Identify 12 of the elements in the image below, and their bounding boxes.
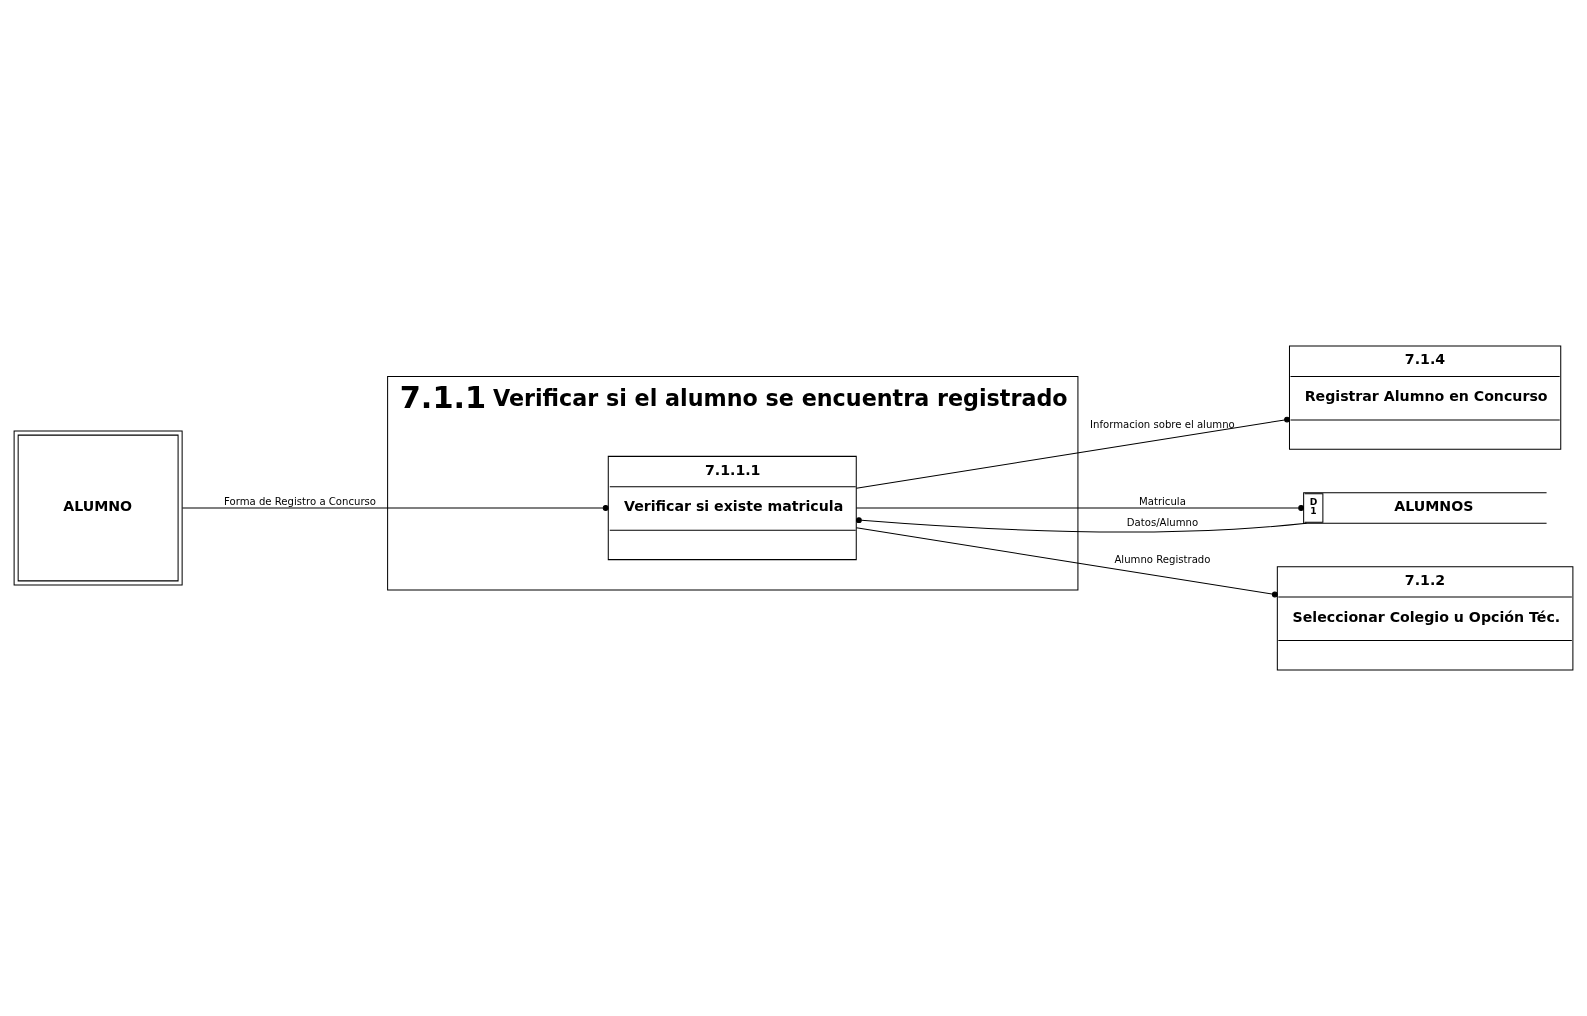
connector: [855, 416, 1290, 489]
connector: [855, 505, 1305, 511]
edge-label: Informacion sobre el alumno: [1090, 419, 1235, 431]
edge-label: Matricula: [1139, 495, 1186, 507]
connector: [855, 527, 1278, 598]
connector: [855, 517, 1308, 533]
connector: [181, 505, 609, 511]
edge-label: Forma de Registro a Concurso: [224, 495, 377, 507]
edge-label: Datos/Alumno: [1126, 517, 1199, 529]
node-text: D 1 ALUMNOS: [1309, 497, 1474, 517]
node-box: ALUMNO: [13, 430, 183, 586]
edge-label: Alumno Registrado: [1114, 553, 1211, 565]
